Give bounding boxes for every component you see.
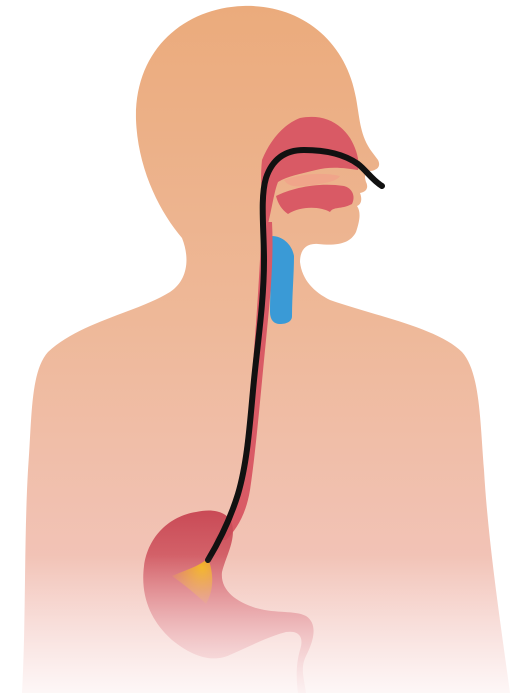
bottom-fade xyxy=(0,0,512,693)
endoscopy-diagram xyxy=(0,0,512,693)
endoscopy-illustration xyxy=(0,0,512,693)
